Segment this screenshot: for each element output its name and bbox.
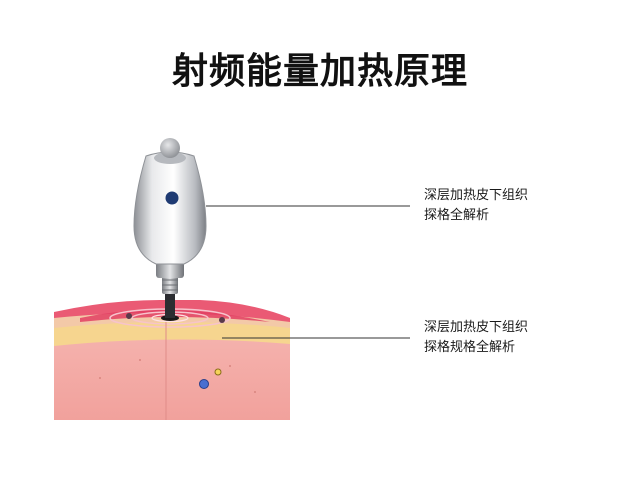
subcutaneous-layer	[54, 331, 290, 420]
tissue-speck	[99, 377, 101, 379]
probe-knob	[160, 138, 180, 158]
probe-neck	[156, 262, 184, 278]
cell-dot	[219, 317, 225, 323]
fat-layer	[54, 320, 290, 346]
yellow-cell	[214, 368, 222, 376]
probe-body	[133, 151, 207, 265]
probe-indicator-dot	[165, 191, 179, 205]
callout-1-line-2: 探格全解析	[424, 208, 490, 223]
page-title: 射频能量加热原理	[171, 51, 468, 92]
callout-1-line-1: 深层加热皮下组织	[424, 188, 529, 203]
tissue-speck	[229, 365, 231, 367]
cell-dot	[126, 313, 132, 319]
callout-2-line-2: 探格规格全解析	[424, 340, 516, 355]
probe-needle	[165, 292, 175, 318]
tissue-speck	[254, 391, 256, 393]
blue-cell	[199, 379, 209, 389]
rf-probe	[133, 138, 207, 321]
skin-cross-section	[54, 300, 290, 420]
callout-label-2: 深层加热皮下组织 探格规格全解析	[424, 318, 528, 358]
tissue-speck	[139, 359, 141, 361]
callout-label-1: 深层加热皮下组织 探格全解析	[424, 186, 528, 226]
callout-2-line-1: 深层加热皮下组织	[424, 320, 529, 335]
